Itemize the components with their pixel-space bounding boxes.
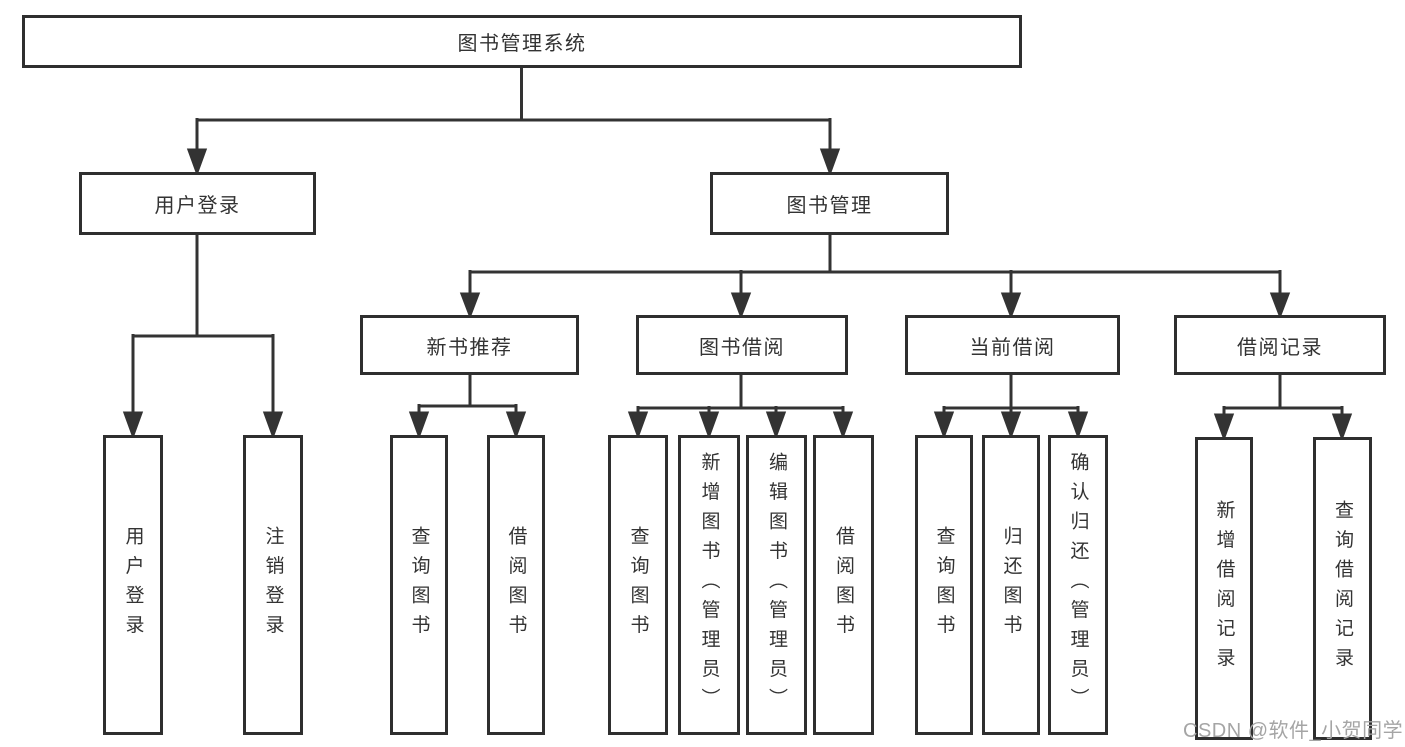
node-label: 归还图书: [1000, 526, 1022, 644]
node-borrow-records: 借阅记录: [1174, 315, 1386, 375]
leaf-query-books-current: 查询图书: [915, 435, 973, 735]
leaf-edit-books-admin: 编辑图书（管理员）: [746, 435, 807, 735]
leaf-logout: 注销登录: [243, 435, 303, 735]
node-label: 查询借阅记录: [1332, 500, 1353, 677]
leaf-query-borrow-record: 查询借阅记录: [1313, 437, 1372, 740]
csdn-watermark: CSDN @软件_小贺同学: [1183, 720, 1404, 742]
leaf-borrow-books-recommend: 借阅图书: [487, 435, 545, 735]
node-label: 确认归还（管理员）: [1067, 452, 1089, 718]
node-book-management: 图书管理: [710, 172, 949, 235]
node-label: 编辑图书（管理员）: [766, 452, 787, 718]
connector-current-borrow-to-leaves: [933, 374, 1089, 440]
leaf-query-books-borrow: 查询图书: [608, 435, 668, 735]
node-label: 查询图书: [408, 526, 430, 644]
connector-book-borrow-to-leaves: [627, 374, 854, 440]
node-label: 注销登录: [262, 526, 284, 644]
connector-new-book-rec-to-leaves: [408, 374, 527, 440]
node-label: 图书借阅: [699, 336, 785, 359]
node-label: 图书管理: [786, 195, 873, 217]
node-library-management-system: 图书管理系统: [22, 15, 1022, 68]
node-label: 当前借阅: [969, 336, 1056, 359]
node-new-book-recommend: 新书推荐: [360, 315, 579, 375]
node-label: 查询图书: [627, 526, 649, 644]
leaf-user-login: 用户登录: [103, 435, 163, 735]
node-label: 用户登录: [154, 195, 241, 217]
leaf-add-books-admin: 新增图书（管理员）: [678, 435, 740, 735]
node-label: 借阅图书: [833, 526, 854, 644]
node-book-borrow: 图书借阅: [636, 315, 848, 375]
node-label: 图书管理系统: [457, 33, 587, 55]
connector-borrow-record-to-leaves: [1213, 374, 1353, 442]
node-label: 新增借阅记录: [1213, 500, 1235, 677]
leaf-return-books: 归还图书: [982, 435, 1040, 735]
node-user-login: 用户登录: [79, 172, 316, 235]
leaf-borrow-books: 借阅图书: [813, 435, 874, 735]
connector-user-login-to-leaves: [122, 235, 284, 440]
node-label: 借阅图书: [505, 526, 527, 644]
node-label: 查询图书: [933, 526, 955, 644]
node-label: 新书推荐: [426, 336, 513, 359]
connector-book-mgmt-to-level3: [459, 235, 1291, 320]
node-label: 借阅记录: [1237, 336, 1323, 359]
leaf-query-books-recommend: 查询图书: [390, 435, 448, 735]
node-label: 用户登录: [122, 526, 144, 644]
leaf-confirm-return-admin: 确认归还（管理员）: [1048, 435, 1108, 735]
node-current-borrow: 当前借阅: [905, 315, 1120, 375]
node-label: 新增图书（管理员）: [698, 452, 720, 718]
connector-root-to-level2: [186, 68, 841, 177]
leaf-add-borrow-record: 新增借阅记录: [1195, 437, 1253, 740]
